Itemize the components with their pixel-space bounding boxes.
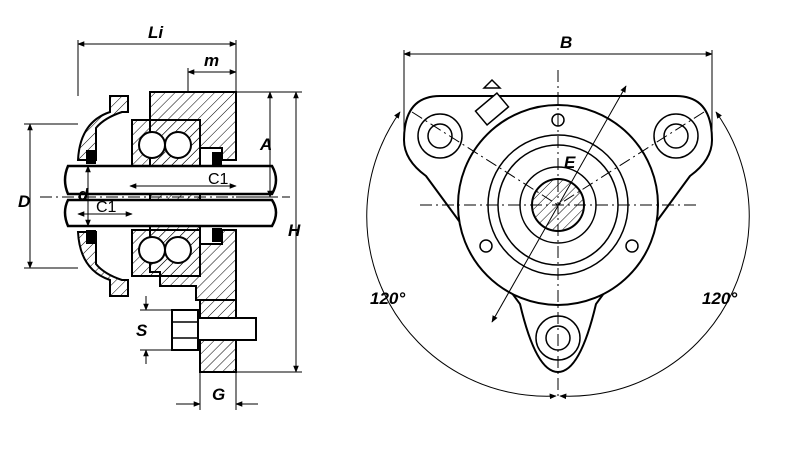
- end-cover-section: [76, 95, 129, 161]
- ball-lower-right: [164, 236, 192, 264]
- angle-arc-left: [366, 111, 557, 400]
- angle-arc-right: [559, 111, 750, 400]
- label-H: H: [288, 221, 301, 240]
- screw-hole-left: [479, 239, 493, 253]
- label-angle-left: 120°: [370, 289, 405, 308]
- label-m: m: [204, 51, 219, 70]
- label-S: S: [136, 321, 148, 340]
- label-d: d: [78, 185, 89, 204]
- seal-lower-right: [212, 228, 222, 242]
- ball-upper-right: [164, 131, 192, 159]
- label-C1-upper: C1: [208, 171, 229, 188]
- label-Li: Li: [148, 23, 164, 42]
- label-B: B: [560, 33, 572, 52]
- label-G: G: [212, 385, 225, 404]
- bolt-head: [171, 309, 199, 351]
- shaft-lower: [63, 198, 278, 228]
- seal-upper-left: [86, 150, 96, 164]
- end-cover-section-lower: [76, 231, 129, 297]
- shaft: [63, 164, 278, 196]
- label-C1-lower: C1: [96, 199, 117, 216]
- ball-lower-left: [138, 236, 166, 264]
- seal-lower-left: [86, 230, 96, 244]
- label-A: A: [259, 135, 272, 154]
- label-E: E: [564, 153, 576, 172]
- ball-upper-left: [138, 131, 166, 159]
- label-angle-right: 120°: [702, 289, 737, 308]
- label-D: D: [18, 192, 30, 211]
- front-view: B E 120° 120°: [366, 33, 750, 400]
- seal-upper-right: [212, 152, 222, 166]
- screw-hole-right: [625, 239, 639, 253]
- side-section-view: Li m A H D d C1 C1 S: [18, 23, 302, 410]
- bolt-shank: [197, 317, 257, 341]
